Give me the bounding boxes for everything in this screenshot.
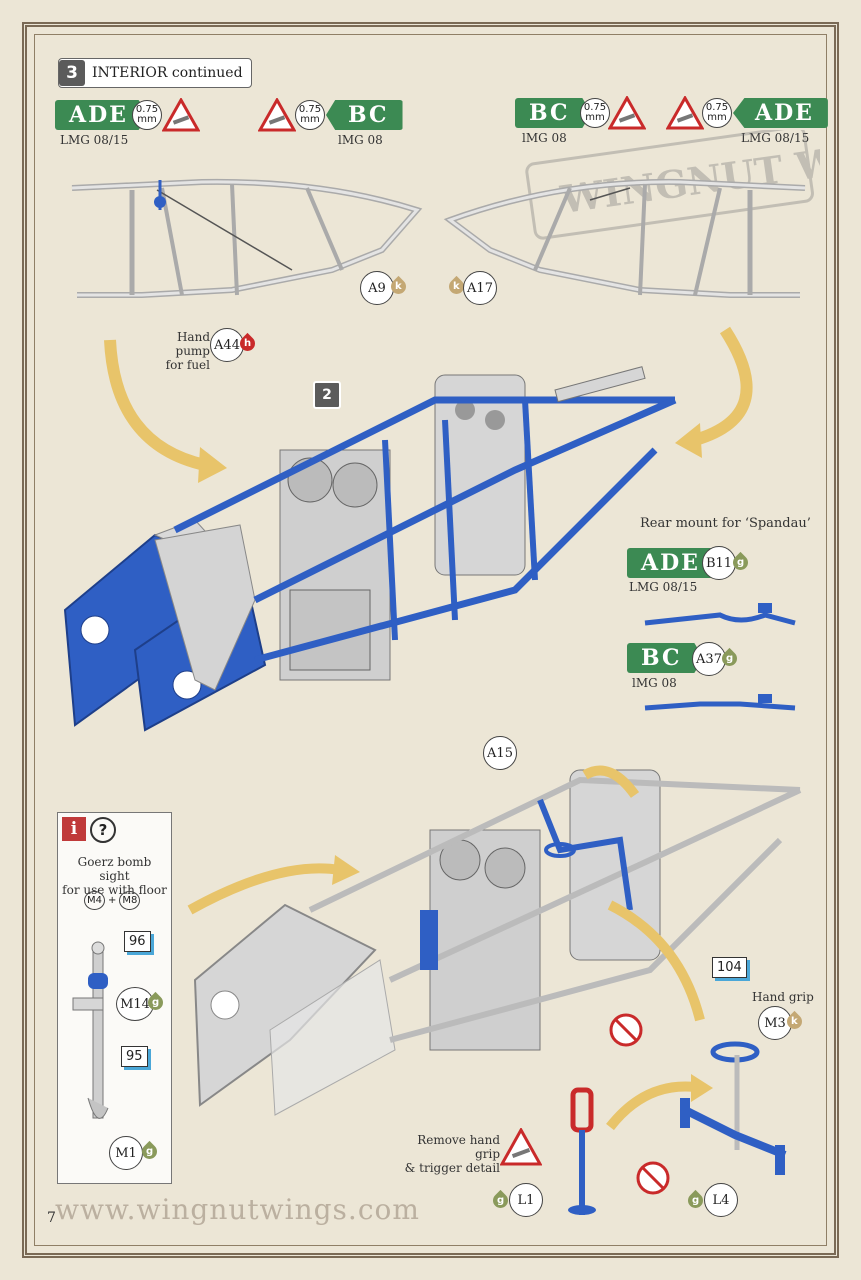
assembly-arrow-right-icon: [675, 326, 753, 458]
part-b11: B11: [702, 546, 736, 580]
info-box: i ? Goerz bomb sight for use with floor …: [57, 812, 172, 1184]
step-number: 3: [59, 60, 85, 86]
mm-unit: mm: [300, 114, 320, 125]
paint-code: k: [395, 281, 402, 292]
paint-code: g: [725, 653, 734, 665]
label-lmg08-right: lMG 08: [522, 131, 567, 145]
question-icon: ?: [90, 817, 116, 843]
part-a15: A15: [483, 736, 517, 770]
mm-value: 0.75: [135, 104, 159, 115]
mm-unit: mm: [707, 112, 727, 123]
mm-unit: mm: [585, 112, 605, 123]
mm-value: 0.75: [705, 102, 729, 113]
warning-cut-icon: [666, 96, 704, 130]
callout-95: 95: [121, 1046, 148, 1067]
label-hand-pump: Hand pump for fuel: [165, 330, 210, 372]
label-lmg08-left: lMG 08: [338, 133, 383, 147]
part-m1: M1: [109, 1136, 143, 1170]
tag-ade-right: ADE: [733, 98, 828, 128]
paint-code: g: [736, 557, 745, 569]
website-url[interactable]: www.wingnutwings.com: [55, 1193, 420, 1226]
step-title: INTERIOR continued: [92, 65, 243, 81]
part-a44: A44: [210, 328, 244, 362]
label-remove-grip: Remove hand grip & trigger detail: [404, 1133, 500, 1175]
fuselage-lower-assembly-drawing: [187, 765, 802, 1116]
no-tool-icon: [609, 1013, 643, 1047]
control-stick-l1-drawing: [568, 1087, 596, 1215]
warning-cut-icon: [608, 96, 646, 130]
label-hand-grip: Hand grip: [752, 990, 814, 1004]
page-border: [22, 22, 839, 1258]
wingnut-wings-stamp-logo: WINGNUT WINGS: [525, 130, 820, 240]
info-icon: i: [62, 817, 86, 841]
paint-code: g: [145, 1146, 154, 1158]
rear-mount-a37-drawing: [644, 694, 796, 711]
label-rear-mount: Rear mount for ‘Spandau’: [640, 516, 811, 531]
callout-96: 96: [124, 931, 151, 952]
part-l1: L1: [509, 1183, 543, 1217]
part-l4: L4: [704, 1183, 738, 1217]
warning-cut-icon: [258, 98, 296, 132]
fuselage-assembly-drawing: [63, 366, 677, 732]
callout-104: 104: [712, 957, 747, 978]
mm-value: 0.75: [298, 104, 322, 115]
floor-parts: M4 + M8: [84, 891, 141, 910]
paint-code: k: [453, 281, 460, 292]
frame-side-left-drawing: [71, 178, 423, 298]
plus-sign: +: [108, 895, 117, 906]
part-a9: A9: [360, 271, 394, 305]
bombsight-drawing: [72, 941, 109, 1119]
part-a17: A17: [463, 271, 497, 305]
page-number: 7: [47, 1210, 56, 1226]
warning-cut-icon: [162, 98, 200, 132]
paint-code: g: [496, 1195, 505, 1207]
label-lmg0815-mount: LMG 08/15: [629, 580, 698, 594]
paint-code: k: [791, 1016, 798, 1027]
part-m8: M8: [119, 891, 141, 910]
tag-bc-mount: BC: [627, 643, 704, 673]
label-lmg08-mount: lMG 08: [632, 676, 677, 690]
assembly-arrow-grip-icon: [606, 1074, 713, 1131]
part-a37: A37: [692, 642, 726, 676]
sub-step-badge: 2: [313, 381, 341, 409]
label-lmg0815-right: LMG 08/15: [741, 131, 810, 145]
control-column-l4-drawing: [680, 1041, 787, 1175]
page-inner-border: [34, 34, 827, 1246]
paint-code: g: [151, 997, 160, 1009]
tag-bc-right: BC: [515, 98, 592, 128]
tag-bc-left: BC: [326, 100, 403, 130]
paint-code: h: [243, 338, 252, 349]
rear-mount-b11-drawing: [644, 603, 796, 626]
label-lmg0815-left: LMG 08/15: [60, 133, 129, 147]
frame-side-right-drawing: [443, 178, 806, 298]
mm-value: 0.75: [583, 102, 607, 113]
mm-unit: mm: [137, 114, 157, 125]
paint-code: g: [691, 1195, 700, 1207]
step-header: 3 INTERIOR continued: [58, 58, 252, 88]
assembly-arrow-left-icon: [104, 339, 227, 483]
no-tool-icon: [636, 1161, 670, 1195]
part-m4: M4: [84, 891, 105, 910]
warning-cut-icon: [500, 1128, 542, 1166]
